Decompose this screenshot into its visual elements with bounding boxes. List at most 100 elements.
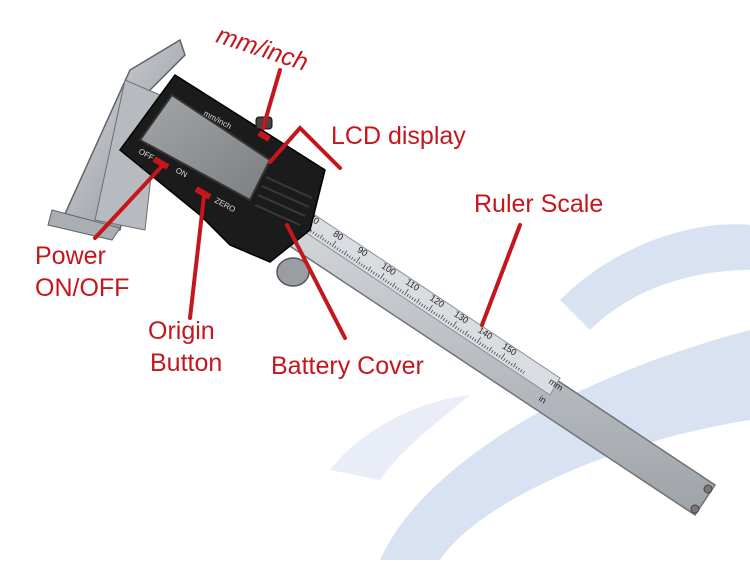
scale-tick — [401, 290, 404, 294]
scale-tick — [466, 334, 470, 337]
power-button[interactable] — [152, 156, 170, 170]
scale-tick — [428, 305, 433, 312]
scale-tick — [520, 369, 523, 373]
scale-tick — [336, 247, 339, 251]
scale-tick — [348, 255, 351, 259]
scale-tick — [423, 305, 426, 309]
scale-tick — [440, 314, 444, 320]
scale-tick — [481, 343, 484, 347]
scale-tick — [367, 266, 372, 272]
scale-tick — [346, 253, 349, 257]
scale-tick — [355, 256, 361, 264]
scale-tick — [430, 309, 433, 313]
scale-tick — [404, 288, 409, 296]
scale-tick — [476, 337, 482, 344]
scale-tick — [341, 250, 344, 254]
scale-tick — [392, 282, 396, 288]
scale-tick — [522, 370, 525, 374]
scale-tick — [421, 303, 424, 307]
scale-tick — [515, 366, 518, 370]
scale-tick — [312, 231, 315, 235]
battery-cover-callout: Battery Cover — [271, 352, 424, 380]
scale-tick — [331, 240, 337, 248]
scale-tick — [309, 229, 313, 233]
end-screw-icon — [690, 504, 700, 514]
scale-tick — [379, 272, 385, 280]
scale-tick — [329, 242, 332, 246]
origin-callout-line2: Button — [150, 349, 223, 377]
scale-tick — [493, 351, 496, 355]
scale-tick — [435, 313, 438, 317]
end-screw-icon — [703, 484, 713, 494]
scale-tick — [358, 261, 361, 265]
scale-tick — [406, 293, 409, 297]
scale-tick — [462, 330, 465, 334]
scale-tick — [370, 269, 373, 273]
scale-tick — [433, 311, 436, 315]
origin-callout-line1: Origin — [148, 317, 215, 345]
scale-tick — [377, 274, 380, 278]
scale-tick — [425, 306, 429, 310]
scale-tick — [464, 330, 468, 336]
scale-tick — [317, 234, 320, 238]
callout-leaders — [93, 68, 522, 340]
scale-tick — [454, 326, 458, 329]
scale-tick — [338, 248, 342, 252]
power-callout-line1: Power — [35, 242, 106, 270]
in-unit-label: in — [537, 393, 548, 405]
zero-button[interactable] — [194, 186, 212, 200]
scale-tick — [505, 359, 508, 363]
caliper-body — [118, 73, 326, 287]
scale-tick — [326, 240, 330, 244]
scale-tick — [437, 314, 441, 318]
scale-tick — [457, 327, 460, 331]
scale-tick — [483, 345, 487, 349]
scale-tick — [512, 362, 517, 368]
scale-tick — [503, 358, 506, 362]
scale-tick — [445, 319, 448, 323]
scale-tick — [382, 277, 385, 281]
scale-tick — [389, 282, 392, 286]
scale-tick — [360, 263, 363, 267]
scale-tick — [384, 279, 388, 283]
scale-tick — [408, 295, 412, 299]
scale-tick — [314, 232, 318, 236]
scale-tick — [510, 362, 513, 366]
scale-tick — [363, 265, 366, 268]
scale-tick — [517, 367, 520, 371]
scale-tick — [343, 250, 348, 256]
mm-inch-button[interactable] — [257, 130, 271, 142]
scale-tick — [350, 257, 354, 260]
scale-tick — [372, 271, 375, 275]
scale-tick — [498, 354, 501, 358]
scale-number: 80 — [331, 229, 345, 243]
scale-tick — [319, 234, 323, 240]
scale-tick — [495, 353, 499, 357]
scale-tick — [365, 266, 368, 270]
scale-tick — [413, 298, 417, 302]
lcd-display-callout: LCD display — [331, 122, 466, 150]
scale-tick — [486, 346, 489, 350]
scale-tick — [416, 298, 420, 304]
scale-number: 90 — [356, 245, 370, 259]
scale-tick — [334, 245, 337, 249]
scale-tick — [387, 281, 390, 284]
scale-tick — [353, 258, 356, 262]
scale-tick — [459, 329, 462, 333]
scale-tick — [500, 353, 506, 360]
scale-tick — [394, 285, 397, 289]
scale-tick — [447, 321, 450, 325]
scale-tick — [322, 237, 325, 241]
scale-tick — [469, 335, 472, 339]
scale-tick — [474, 338, 477, 342]
scale-tick — [396, 287, 400, 291]
scale-tick — [418, 301, 421, 305]
power-callout-line2: ON/OFF — [35, 274, 130, 302]
scale-tick — [479, 342, 482, 345]
ruler-scale-callout: Ruler Scale — [474, 190, 604, 218]
background-swirl — [330, 224, 750, 560]
scale-tick — [450, 322, 453, 326]
scale-tick — [491, 350, 494, 353]
scale-tick — [399, 289, 402, 293]
